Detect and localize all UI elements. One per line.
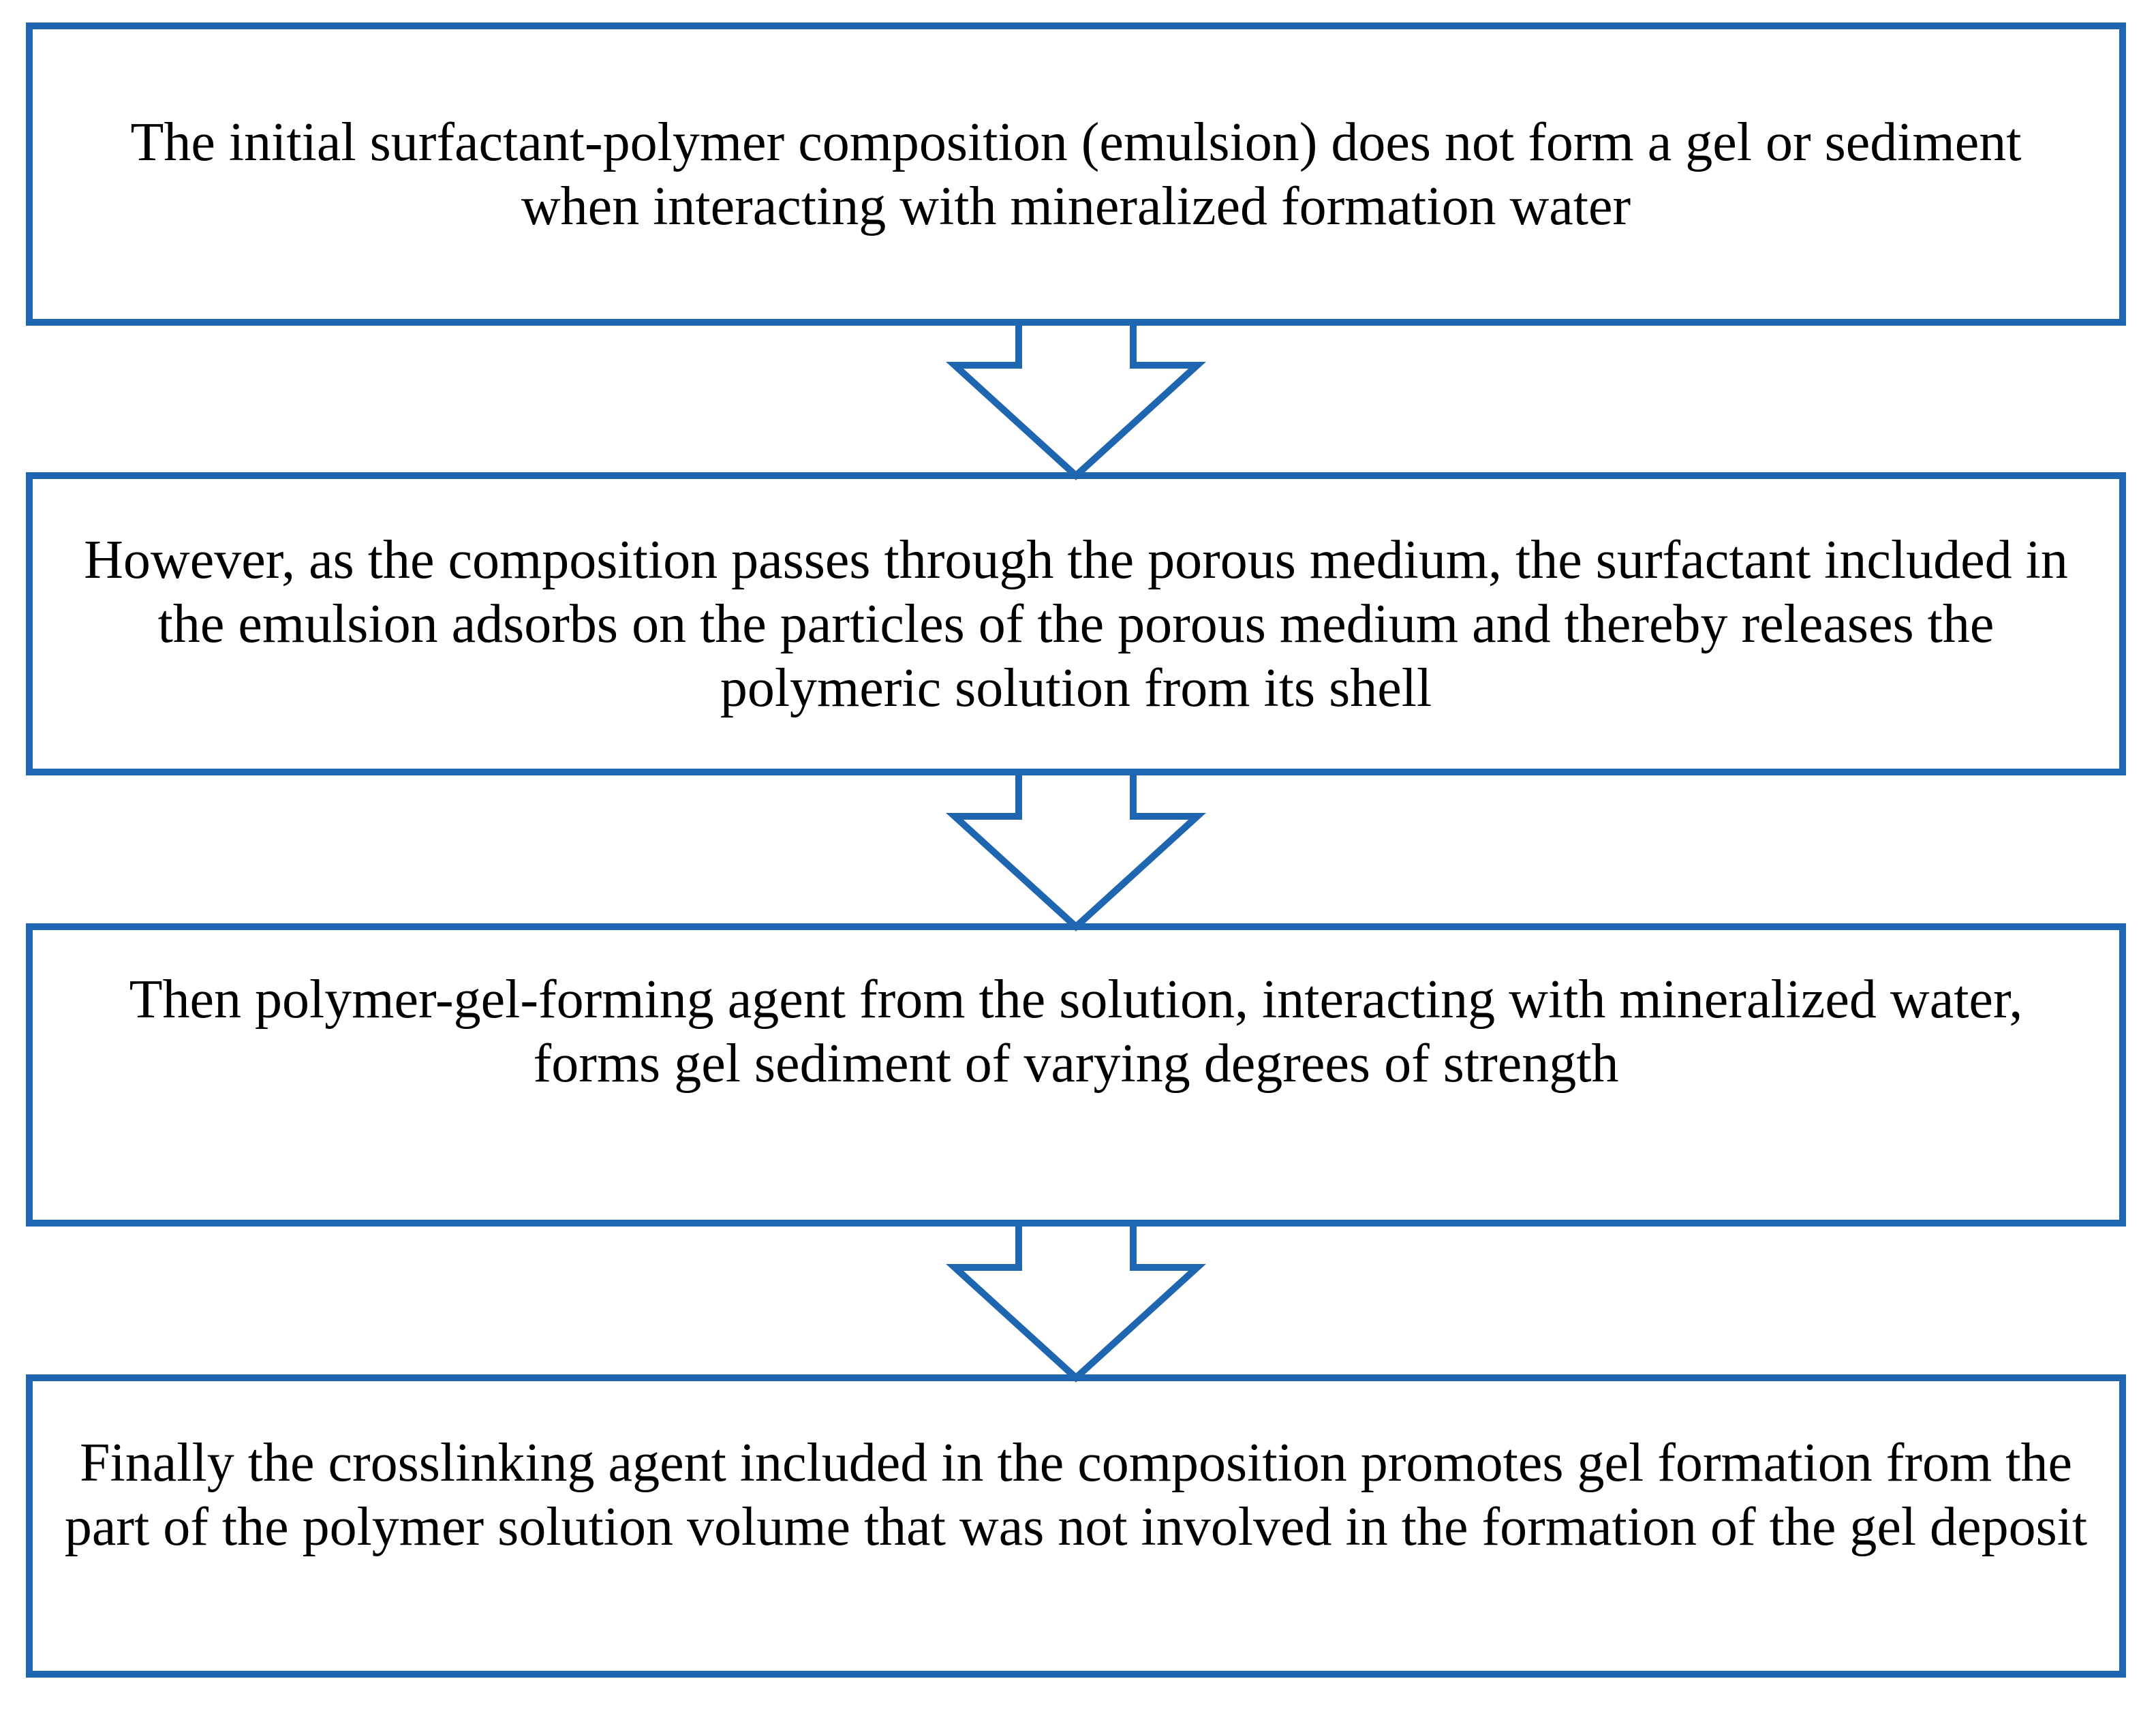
down-arrow-icon <box>946 1220 1206 1383</box>
down-arrow-icon <box>946 319 1206 480</box>
step-2-text-area: However, as the composition passes throu… <box>75 528 2077 746</box>
down-arrow-icon <box>946 769 1206 931</box>
step-4-text-area: Finally the crosslinking agent included … <box>61 1431 2091 1649</box>
step-3-text-area: Then polymer-gel-forming agent from the … <box>61 968 2091 1145</box>
step-1-text: The initial surfactant-polymer compositi… <box>130 112 2022 236</box>
step-2-text: However, as the composition passes throu… <box>84 530 2068 718</box>
step-1-text-area: The initial surfactant-polymer compositi… <box>75 110 2077 288</box>
step-3-text: Then polymer-gel-forming agent from the … <box>129 970 2023 1094</box>
step-2-box <box>26 472 2126 775</box>
step-4-box <box>26 1374 2126 1678</box>
step-1-box <box>26 22 2126 326</box>
step-4-text: Finally the crosslinking agent included … <box>64 1433 2088 1557</box>
